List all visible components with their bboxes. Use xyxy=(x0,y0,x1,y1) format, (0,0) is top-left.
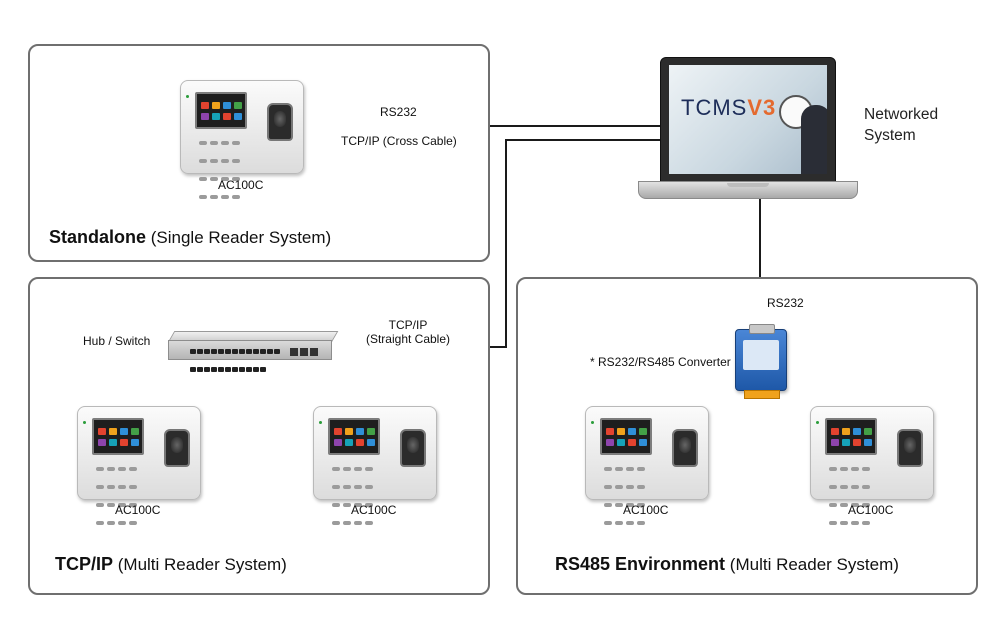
standalone-title-bold: Standalone xyxy=(49,227,147,247)
networked-line2: System xyxy=(864,127,916,144)
standalone-title: Standalone (Single Reader System) xyxy=(49,227,331,248)
fingerprint-sensor-icon xyxy=(672,429,698,467)
ac100c-rs485-left xyxy=(585,406,709,525)
link-label-rs232-vertical: RS232 xyxy=(767,296,804,310)
device-keypad xyxy=(197,133,243,205)
networked-system-label: Networked System xyxy=(864,104,938,146)
device-screen xyxy=(92,418,144,455)
standalone-title-rest: (Single Reader System) xyxy=(150,228,332,247)
device-screen xyxy=(825,418,877,455)
converter-terminal xyxy=(744,390,780,399)
tcms-logo-version: V3 xyxy=(747,95,777,120)
device-screen xyxy=(600,418,652,455)
ac100c-tcp-left xyxy=(77,406,201,525)
rs485-title: RS485 Environment (Multi Reader System) xyxy=(555,554,899,575)
device-label-tcp-left: AC100C xyxy=(115,503,161,517)
status-led xyxy=(186,95,189,98)
hub-switch-device xyxy=(168,331,339,372)
rs232-rs485-converter xyxy=(735,324,787,399)
ac100c-tcp-right xyxy=(313,406,437,525)
link-label-tcpip: TCP/IP xyxy=(388,318,428,332)
ac100c-rs485-right xyxy=(810,406,934,525)
status-led xyxy=(319,421,322,424)
laptop-base xyxy=(638,181,858,199)
device-screen xyxy=(328,418,380,455)
rs485-title-bold: RS485 Environment xyxy=(555,554,726,574)
laptop-computer: TCMSV3 xyxy=(638,57,858,199)
status-led xyxy=(591,421,594,424)
device-keypad xyxy=(827,459,873,531)
status-led xyxy=(816,421,819,424)
device-keypad xyxy=(602,459,648,531)
hub-ports xyxy=(190,342,284,378)
status-led xyxy=(83,421,86,424)
link-label-rs232-top: RS232 xyxy=(380,105,417,119)
tcpip-title-rest: (Multi Reader System) xyxy=(117,555,287,574)
tcpip-title: TCP/IP (Multi Reader System) xyxy=(55,554,287,575)
device-screen xyxy=(195,92,247,129)
device-label-standalone: AC100C xyxy=(218,178,264,192)
fingerprint-sensor-icon xyxy=(267,103,293,141)
device-keypad xyxy=(94,459,140,531)
link-label-cross-cable: TCP/IP (Cross Cable) xyxy=(341,134,457,148)
laptop-notch xyxy=(727,183,769,187)
hub-label: Hub / Switch xyxy=(83,334,151,348)
link-label-straight-cable: (Straight Cable) xyxy=(365,332,451,346)
tcpip-title-bold: TCP/IP xyxy=(55,554,114,574)
rs485-title-rest: (Multi Reader System) xyxy=(729,555,899,574)
fingerprint-sensor-icon xyxy=(897,429,923,467)
tcms-logo-text: TCMS xyxy=(681,95,748,120)
fingerprint-sensor-icon xyxy=(400,429,426,467)
tcms-logo: TCMSV3 xyxy=(681,95,776,121)
hub-uplink-ports xyxy=(290,343,322,356)
device-label-rs485-left: AC100C xyxy=(623,503,669,517)
device-label-tcp-right: AC100C xyxy=(351,503,397,517)
device-keypad xyxy=(330,459,376,531)
converter-face xyxy=(743,340,779,370)
laptop-lid: TCMSV3 xyxy=(660,57,836,183)
fingerprint-sensor-icon xyxy=(164,429,190,467)
ac100c-standalone xyxy=(180,80,304,199)
device-label-rs485-right: AC100C xyxy=(848,503,894,517)
converter-plug xyxy=(749,324,775,334)
networked-line1: Networked xyxy=(864,106,939,123)
converter-label: * RS232/RS485 Converter xyxy=(590,355,731,369)
businessman-figure xyxy=(801,105,827,174)
laptop-display: TCMSV3 xyxy=(669,65,827,174)
